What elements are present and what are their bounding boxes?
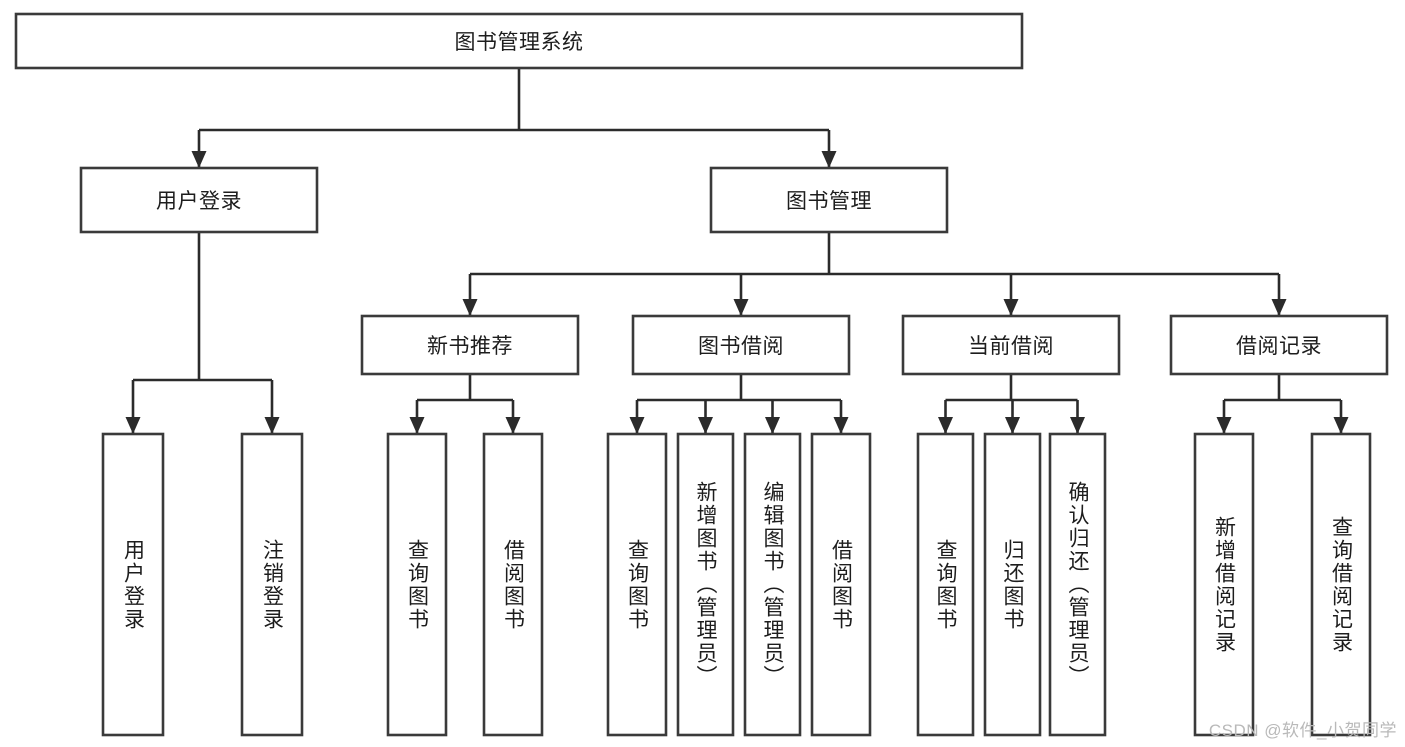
- edge-arrow-t3_0-l2: [409, 417, 425, 434]
- node-box-l8[interactable]: [916, 432, 975, 737]
- edge-arrow-t2_1-t3_0: [462, 299, 478, 316]
- node-box-l5[interactable]: [676, 432, 735, 737]
- edge-arrow-t2_1-t3_3: [1271, 299, 1287, 316]
- connector-layer: [125, 68, 1349, 434]
- node-box-l6[interactable]: [743, 432, 802, 737]
- edge-arrow-t2_1-t3_2: [1003, 299, 1019, 316]
- edge-arrow-t3_1-l4: [629, 417, 645, 434]
- node-box-l7[interactable]: [810, 432, 872, 737]
- edge-arrow-t3_1-l7: [833, 417, 849, 434]
- node-box-l0[interactable]: [101, 432, 165, 737]
- edge-arrow-t2_0-l0: [125, 417, 141, 434]
- node-box-l12[interactable]: [1310, 432, 1372, 737]
- node-box-l11[interactable]: [1193, 432, 1255, 737]
- node-box-l4[interactable]: [606, 432, 668, 737]
- node-box-t2_0[interactable]: [79, 166, 319, 234]
- edge-arrow-t3_2-l10: [1070, 417, 1085, 434]
- node-box-t3_3[interactable]: [1169, 314, 1389, 376]
- node-box-l10[interactable]: [1048, 432, 1107, 737]
- edge-arrow-t2_0-l1: [264, 417, 280, 434]
- node-box-t3_0[interactable]: [360, 314, 580, 376]
- edge-arrow-t3_1-l5: [698, 417, 713, 434]
- node-box-t3_2[interactable]: [901, 314, 1121, 376]
- node-box-root[interactable]: [14, 12, 1024, 70]
- edge-arrow-t2_1-t3_1: [733, 299, 749, 316]
- node-box-l1[interactable]: [240, 432, 304, 737]
- node-box-layer: [14, 12, 1389, 737]
- edge-arrow-t3_3-l11: [1216, 417, 1232, 434]
- node-box-t2_1[interactable]: [709, 166, 949, 234]
- edge-arrow-t3_3-l12: [1333, 417, 1349, 434]
- node-box-t3_1[interactable]: [631, 314, 851, 376]
- edge-arrow-t3_2-l8: [938, 417, 953, 434]
- node-box-l3[interactable]: [482, 432, 544, 737]
- edge-arrow-t3_1-l6: [765, 417, 780, 434]
- node-box-l2[interactable]: [386, 432, 448, 737]
- edge-arrow-root-t2_0: [191, 151, 207, 168]
- edge-arrow-t3_2-l9: [1005, 417, 1020, 434]
- edge-arrow-t3_0-l3: [505, 417, 521, 434]
- node-box-l9[interactable]: [983, 432, 1042, 737]
- edge-arrow-root-t2_1: [821, 151, 837, 168]
